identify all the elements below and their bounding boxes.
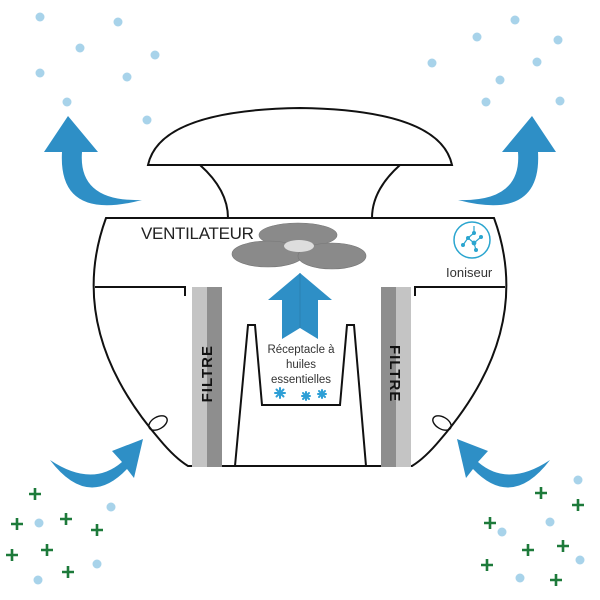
particle-dot bbox=[150, 50, 160, 60]
body-outline bbox=[92, 217, 508, 467]
outflow-arrow-right-icon bbox=[458, 116, 556, 206]
particle-dot bbox=[92, 559, 102, 569]
top-cap bbox=[146, 106, 454, 166]
neck bbox=[199, 164, 401, 219]
particle-dot bbox=[573, 475, 583, 485]
particle-dot bbox=[495, 75, 505, 85]
filter-left-dark bbox=[207, 287, 222, 467]
outflow-arrow-left-icon bbox=[44, 116, 142, 206]
clean-air-particles bbox=[33, 12, 585, 585]
particle-cross bbox=[557, 540, 569, 552]
receptacle bbox=[234, 324, 367, 467]
filter-right-dark bbox=[381, 287, 396, 467]
intake-arrow-left-icon bbox=[50, 439, 143, 488]
particle-cross bbox=[11, 518, 23, 530]
particle-cross bbox=[550, 574, 562, 586]
shelf-left bbox=[95, 286, 186, 296]
particle-dot bbox=[113, 17, 123, 27]
particle-dot bbox=[35, 12, 45, 22]
particle-cross bbox=[6, 549, 18, 561]
particle-cross bbox=[484, 517, 496, 529]
purifier-body bbox=[92, 106, 508, 467]
vent-hole-right bbox=[432, 415, 452, 431]
particle-dot bbox=[35, 68, 45, 78]
ionizer-label: Ioniseur bbox=[446, 265, 493, 280]
polluted-air-particles bbox=[6, 487, 584, 586]
particle-dot bbox=[142, 115, 152, 125]
filter-left-light bbox=[192, 287, 207, 467]
shelf-right bbox=[414, 286, 505, 296]
particle-dot bbox=[545, 517, 555, 527]
receptacle-label: Réceptacle à huiles essentielles bbox=[267, 344, 335, 386]
intake-arrow-right-icon bbox=[457, 439, 550, 488]
particle-cross bbox=[572, 499, 584, 511]
filter-right-label: FILTRE bbox=[386, 345, 403, 403]
ionizer-icon bbox=[453, 221, 491, 259]
particle-cross bbox=[41, 544, 53, 556]
particle-dot bbox=[510, 15, 520, 25]
up-arrow-icon bbox=[268, 273, 332, 339]
filter-right-light bbox=[396, 287, 411, 467]
airflow-arrows bbox=[44, 116, 556, 488]
filter-left-label: FILTRE bbox=[199, 345, 216, 403]
particle-dot bbox=[75, 43, 85, 53]
particle-cross bbox=[481, 559, 493, 571]
filters bbox=[192, 287, 411, 467]
particle-dot bbox=[575, 555, 585, 565]
particle-cross bbox=[535, 487, 547, 499]
particle-dot bbox=[515, 573, 525, 583]
particle-dot bbox=[497, 527, 507, 537]
particle-cross bbox=[60, 513, 72, 525]
particle-cross bbox=[29, 488, 41, 500]
particle-dot bbox=[122, 72, 132, 82]
oil-drops-icon bbox=[274, 387, 327, 401]
particle-dot bbox=[33, 575, 43, 585]
fan-icon bbox=[231, 222, 367, 270]
particle-cross bbox=[522, 544, 534, 556]
fan-label: VENTILATEUR bbox=[141, 224, 254, 243]
vent-hole-left bbox=[148, 415, 168, 431]
particle-dot bbox=[472, 32, 482, 42]
particle-cross bbox=[62, 566, 74, 578]
particle-cross bbox=[91, 524, 103, 536]
particle-dot bbox=[34, 518, 44, 528]
particle-dot bbox=[532, 57, 542, 67]
particle-dot bbox=[62, 97, 72, 107]
particle-dot bbox=[553, 35, 563, 45]
particle-dot bbox=[106, 502, 116, 512]
particle-dot bbox=[427, 58, 437, 68]
particle-dot bbox=[481, 97, 491, 107]
particle-dot bbox=[555, 96, 565, 106]
